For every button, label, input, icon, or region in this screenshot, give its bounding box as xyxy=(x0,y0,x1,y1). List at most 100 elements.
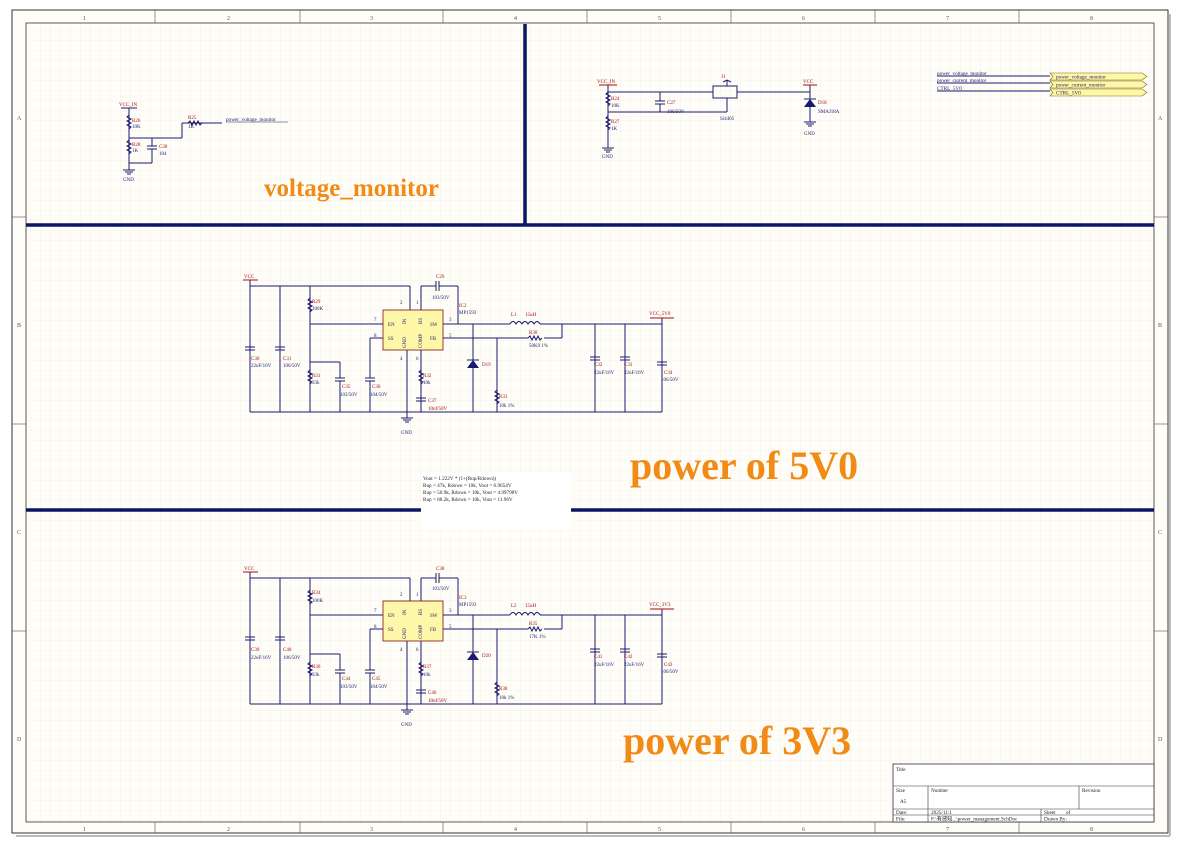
gnd-label-divider: GND xyxy=(602,155,613,160)
c44-value: 103/50V xyxy=(340,685,358,690)
ic3-pin-bs: BS xyxy=(419,609,424,615)
port-text-current-monitor: power_current_monitor xyxy=(1056,83,1106,89)
r34-ref: R34 xyxy=(312,591,321,596)
regulator-5v0: VCC C30 22uF/16V C31 106/50V R29 100K R3… xyxy=(243,275,679,436)
c43-ref: C43 xyxy=(664,663,673,668)
section-label-power-5v0: power of 5V0 xyxy=(630,443,858,488)
r36-ref: R36 xyxy=(312,665,321,670)
zone-col-3-top: 3 xyxy=(370,16,373,22)
zone-row-a-right: A xyxy=(1158,116,1163,122)
l1-ref: L1 xyxy=(511,313,517,318)
zone-col-1-top: 1 xyxy=(83,16,86,22)
ic2-pin-en: EN xyxy=(388,323,395,328)
gnd-symbol-left xyxy=(123,169,135,175)
power-port-vcc-in-right: VCC_IN xyxy=(597,80,615,85)
c31-ref: C31 xyxy=(283,357,292,362)
number-label: Number xyxy=(931,788,948,794)
formula-line-3: Rup = 50.9k, Rdown = 10k, Vout = 4.99798… xyxy=(423,490,518,496)
r38-value: 10k 1% xyxy=(499,696,514,701)
ic2-pin7: 7 xyxy=(374,318,377,323)
zone-col-5-bottom: 5 xyxy=(658,827,661,833)
title-label: Title xyxy=(896,767,906,773)
c46-value: 10nf/50V xyxy=(428,699,448,704)
r34-value: 100K xyxy=(312,599,324,604)
zone-col-8-bottom: 8 xyxy=(1090,827,1093,833)
c44-ref: C44 xyxy=(342,677,351,682)
zone-col-8-top: 8 xyxy=(1090,16,1093,22)
r32-ref: R32 xyxy=(423,374,432,379)
voltage-divider-left: VCC_IN R26 10K R28 1K C28 104 R25 1K pow… xyxy=(119,103,288,183)
zone-markers: 1 2 3 4 5 6 7 8 1 2 3 4 5 6 7 8 A B C D … xyxy=(12,10,1168,833)
ic3-pin7: 7 xyxy=(374,609,377,614)
vcc-5v0-port: VCC_5V0 xyxy=(649,312,671,317)
c38-ref: C38 xyxy=(436,567,445,572)
l2-ref: L2 xyxy=(511,604,517,609)
r33-value: 10k 1% xyxy=(499,404,514,409)
c39-ref: C39 xyxy=(251,648,260,653)
ic3-pin6: 6 xyxy=(416,648,419,653)
ic2-pin-sw: SW xyxy=(430,323,438,328)
ic3-pin-fb: FB xyxy=(430,628,437,633)
ic2-pin-fb: FB xyxy=(430,337,437,342)
c31-value: 106/50V xyxy=(283,364,301,369)
ic2-value: MP1593 xyxy=(459,311,477,316)
d18-ref: D18 xyxy=(818,101,827,106)
date-value: 2025/11/1 xyxy=(931,810,952,816)
ic3-value: MP1593 xyxy=(459,603,477,608)
c29-value: 103/50V xyxy=(432,296,450,301)
zone-col-7-top: 7 xyxy=(946,16,949,22)
ic2-pin2: 2 xyxy=(400,301,403,306)
ic3-pin-gnd: GND xyxy=(403,628,408,639)
ic2-pin-gnd: GND xyxy=(403,337,408,348)
zone-row-b-right: B xyxy=(1158,323,1162,329)
tvs-diode-d18 xyxy=(804,99,816,107)
r37-value: 10k xyxy=(423,673,431,678)
zone-row-a-left: A xyxy=(17,116,22,122)
resistor-r35 xyxy=(527,625,543,633)
c36-ref: C36 xyxy=(372,385,381,390)
port-text-ctrl-5v0: CTRL_5V0 xyxy=(1056,91,1081,97)
size-value: A5 xyxy=(900,799,907,805)
resistor-r24 xyxy=(604,91,612,107)
revision-label: Revision xyxy=(1082,788,1101,794)
ic3-pin2: 2 xyxy=(400,593,403,598)
r37-ref: R37 xyxy=(423,665,432,670)
net-label-voltage-monitor: power_voltage_monitor xyxy=(937,71,987,77)
r26-ref: R26 xyxy=(132,119,141,124)
r25-ref: R25 xyxy=(188,116,197,121)
ic2-pin6: 6 xyxy=(416,357,419,362)
ic2-pin-ss: SS xyxy=(388,337,394,342)
c32-ref: C32 xyxy=(594,363,603,368)
zone-col-1-bottom: 1 xyxy=(83,827,86,833)
zone-row-d-left: D xyxy=(17,737,22,743)
r29-value: 100K xyxy=(312,307,324,312)
c34-value: 106/50V xyxy=(661,378,679,383)
r29-ref: R29 xyxy=(312,300,321,305)
ic3-pin3: 3 xyxy=(449,609,452,614)
ic2-pin-bs: BS xyxy=(419,318,424,324)
resistor-r26 xyxy=(125,114,133,130)
net-label-power-voltage-monitor: power_voltage_monitor xyxy=(226,117,276,123)
ic3-pin1: 1 xyxy=(416,593,419,598)
r27-value: 1K xyxy=(611,127,618,132)
gnd-symbol-divider xyxy=(602,147,614,153)
c30-value: 22uF/16V xyxy=(251,364,272,369)
ic3-pin-sw: SW xyxy=(430,614,438,619)
ic2-pin4: 4 xyxy=(400,357,403,362)
size-label: Size xyxy=(896,788,906,794)
c36-value: 104/50V xyxy=(370,393,388,398)
c41-ref: C41 xyxy=(594,655,603,660)
zone-col-6-top: 6 xyxy=(802,16,805,22)
vcc-3v3-port: VCC_3V3 xyxy=(649,603,671,608)
c39-value: 22uF/16V xyxy=(251,656,272,661)
formula-line-2: Rup = 47k, Rdown = 10k, Vout = 6.9654V xyxy=(423,483,512,489)
r35-ref: R35 xyxy=(529,622,538,627)
zone-row-b-left: B xyxy=(17,323,21,329)
formula-note: Vout = 1.222V * (1+(Rup/Rdown)) Rup = 47… xyxy=(421,472,571,530)
r24-value: 10K xyxy=(611,104,620,109)
c42-ref: C42 xyxy=(624,655,633,660)
outer-border xyxy=(11,9,1169,834)
power-port-vcc-in-left: VCC_IN xyxy=(119,103,137,108)
r27-ref: R27 xyxy=(611,120,620,125)
ic2-pin3: 3 xyxy=(449,318,452,323)
